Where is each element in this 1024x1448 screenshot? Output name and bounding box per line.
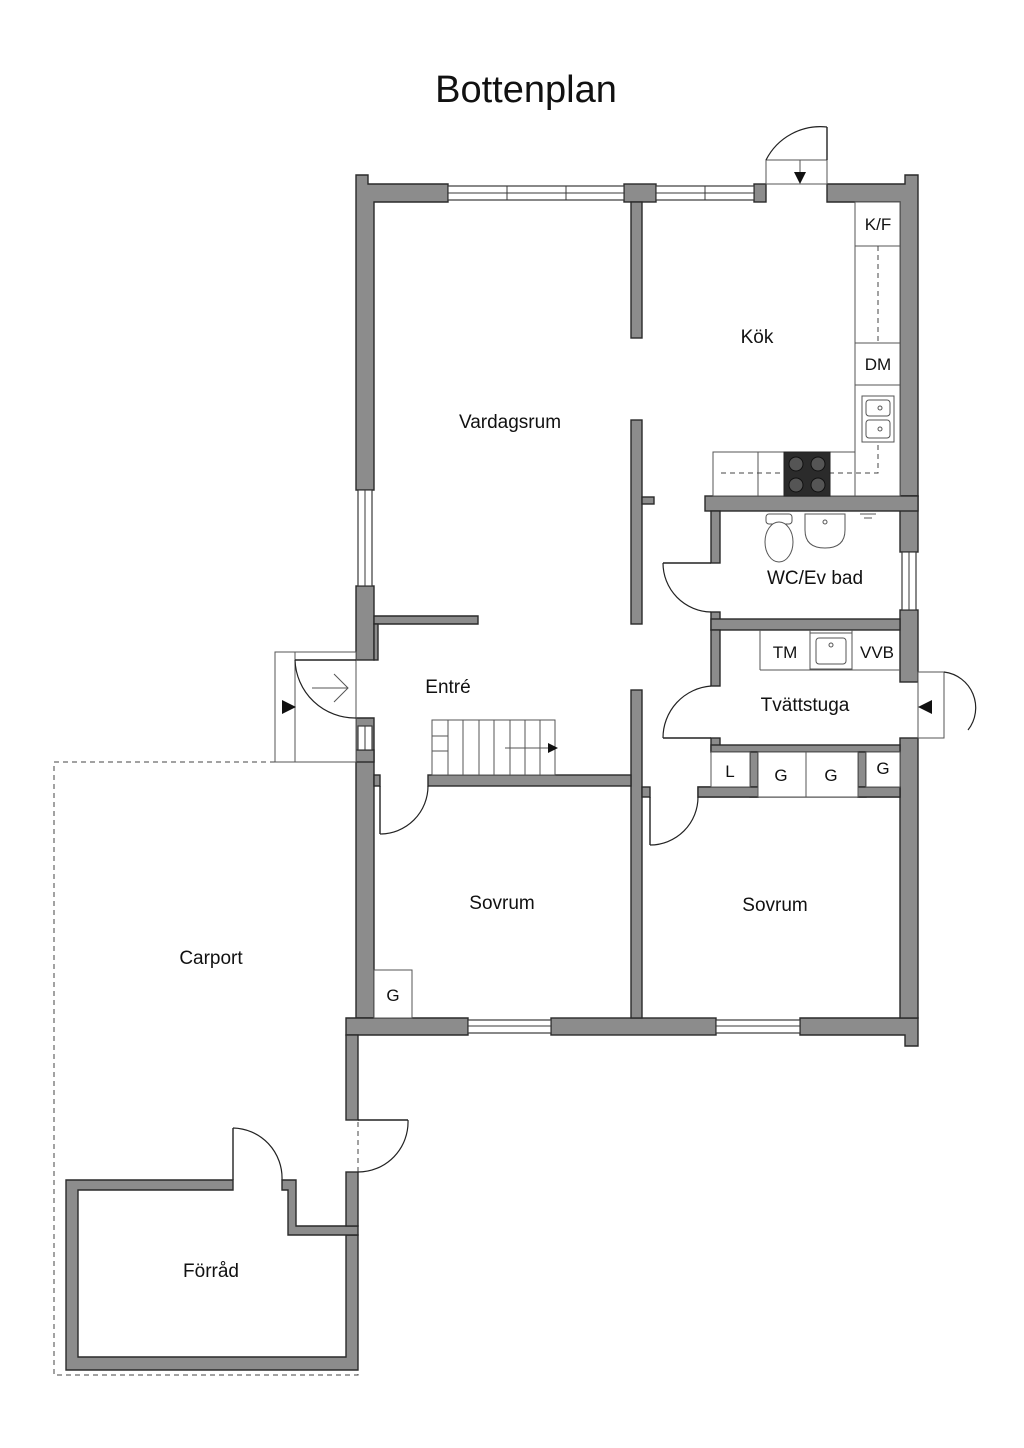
room-label-entre: Entré (425, 677, 470, 698)
interior-walls (373, 201, 919, 1019)
room-label-forrad: Förråd (183, 1261, 239, 1282)
room-label-vardagsrum: Vardagsrum (459, 412, 561, 433)
fixture-label-vvb: VVB (860, 643, 894, 662)
staircase (431, 719, 558, 776)
fixture-label-dm: DM (865, 355, 891, 374)
room-label-kok: Kök (741, 327, 774, 348)
room-label-carport: Carport (179, 948, 243, 969)
fixture-label-g1: G (774, 766, 787, 785)
tap-icon (860, 513, 876, 519)
fixture-label-kf: K/F (865, 215, 891, 234)
carport-outline (53, 761, 359, 1376)
fixture-label-tm: TM (773, 643, 798, 662)
fixture-label-g3: G (876, 759, 889, 778)
fixture-label-l: L (725, 762, 734, 781)
toilet-icon (764, 521, 794, 563)
plan-title: Bottenplan (435, 69, 617, 111)
fixture-label-g4: G (386, 986, 399, 1005)
washbasin-icon (804, 513, 846, 549)
laundry-sink (759, 630, 900, 671)
forrad-walls (65, 1171, 359, 1371)
room-label-sovrum-1: Sovrum (469, 893, 534, 914)
fixture-label-g2: G (824, 766, 837, 785)
room-label-wc: WC/Ev bad (767, 568, 863, 589)
doors (232, 126, 977, 1181)
room-label-sovrum-2: Sovrum (742, 895, 807, 916)
room-label-tvattstuga: Tvättstuga (761, 695, 850, 716)
windows (357, 185, 917, 1034)
wc-fixtures (764, 513, 876, 563)
storage-cabinets (373, 751, 901, 1019)
kitchen-counter (712, 201, 901, 497)
